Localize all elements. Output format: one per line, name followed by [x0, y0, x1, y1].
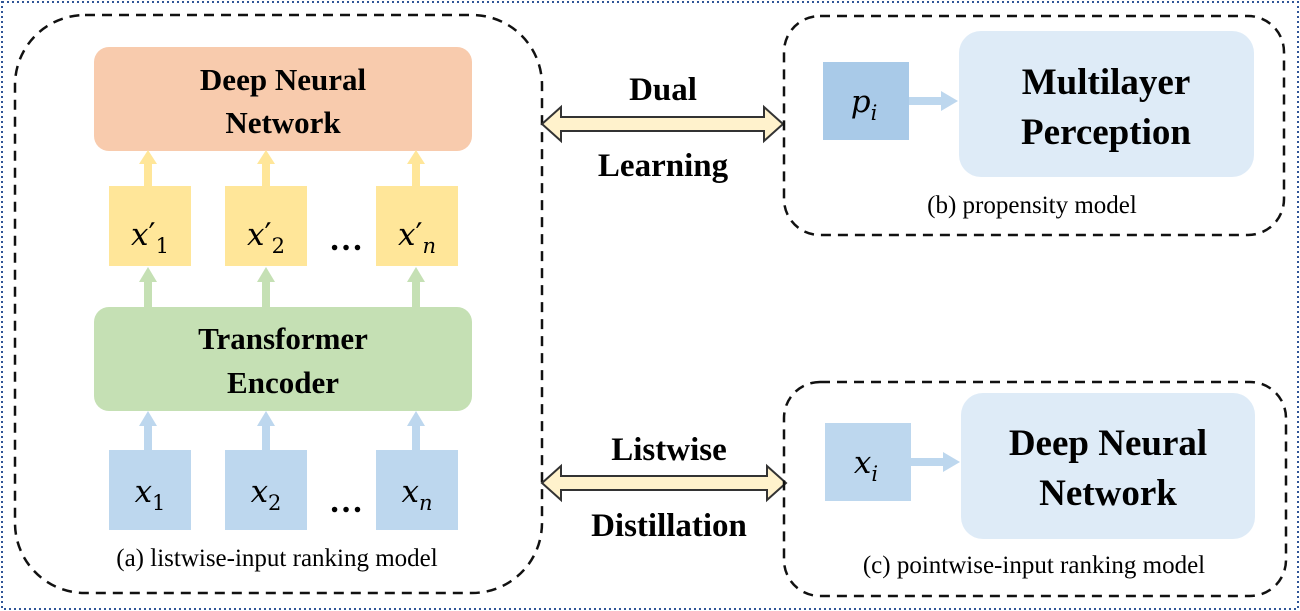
- input-token-2-label: x2: [251, 474, 282, 515]
- dnn-a-line1: Deep Neural: [200, 62, 367, 97]
- panel-c-caption: (c) pointwise-input ranking model: [863, 552, 1205, 579]
- listwise-distillation-arrow: Listwise Distillation: [540, 432, 788, 544]
- propensity-input-label: pi: [851, 84, 878, 125]
- arrow-head: [943, 452, 960, 472]
- dual-learning-line1: Dual: [629, 72, 697, 108]
- arrow-shaft: [412, 424, 420, 450]
- propensity-input-box: [823, 62, 909, 140]
- arrow-head: [257, 267, 275, 282]
- mlp-line2: Perception: [1021, 112, 1191, 153]
- panel-c-border: [782, 380, 1288, 598]
- dnn-box-a: [94, 47, 472, 151]
- panel-b-caption: (b) propensity model: [927, 192, 1137, 219]
- output-token-n: [376, 186, 458, 266]
- arrows-input-to-encoder: [139, 411, 425, 450]
- input-token-n-label: xn: [401, 474, 432, 515]
- arrow-head: [257, 411, 275, 426]
- arrow-shaft: [412, 162, 420, 186]
- input-ellipsis: …: [329, 483, 363, 520]
- arrow-head: [407, 150, 425, 164]
- double-arrow-top: [540, 104, 785, 144]
- dual-learning-arrow: Dual Learning: [540, 72, 785, 184]
- output-ellipsis: …: [329, 221, 363, 258]
- mlp-box: [959, 31, 1254, 177]
- mlp-line1: Multilayer: [1022, 62, 1191, 103]
- encoder-line1: Transformer: [198, 321, 368, 356]
- dnn-c-line2: Network: [1039, 473, 1177, 514]
- input-token-2: [225, 450, 307, 530]
- input-token-1: [109, 450, 191, 530]
- arrow-head: [407, 267, 425, 282]
- arrow-shaft: [911, 458, 945, 466]
- arrow-head: [139, 150, 157, 164]
- arrow-head: [257, 150, 275, 164]
- pointwise-input-label: xi: [854, 445, 878, 486]
- panel-b-border: [782, 14, 1286, 237]
- output-token-2-label: x′2: [247, 217, 285, 258]
- output-token-1: [109, 186, 191, 266]
- arrow-head: [407, 411, 425, 426]
- encoder-line2: Encoder: [227, 365, 339, 400]
- output-token-1-label: x′1: [131, 217, 169, 258]
- arrow-head: [139, 411, 157, 426]
- arrow-shaft: [412, 280, 420, 308]
- dnn-a-line2: Network: [225, 105, 341, 140]
- arrow-propensity-to-mlp: [909, 91, 958, 111]
- listwise-distillation-line2: Distillation: [591, 508, 747, 544]
- pointwise-input-box: [825, 423, 911, 501]
- arrow-head: [139, 267, 157, 282]
- arrows-output-to-dnn: [139, 150, 425, 186]
- arrow-shaft: [144, 162, 152, 186]
- listwise-distillation-line1: Listwise: [611, 432, 727, 468]
- panel-a-caption: (a) listwise-input ranking model: [116, 545, 438, 572]
- output-token-n-label: x′n: [398, 217, 436, 258]
- arrow-head: [941, 91, 958, 111]
- arrow-shaft: [144, 424, 152, 450]
- arrow-shaft: [909, 97, 943, 105]
- arrows-encoder-to-output: [139, 267, 425, 308]
- arrow-input-to-dnn-c: [911, 452, 960, 472]
- transformer-encoder-box: [94, 307, 472, 411]
- dual-learning-line2: Learning: [598, 148, 729, 184]
- dnn-box-c: [961, 393, 1255, 539]
- dnn-c-line1: Deep Neural: [1009, 423, 1207, 464]
- arrow-shaft: [262, 424, 270, 450]
- arrow-shaft: [262, 280, 270, 308]
- output-token-2: [225, 186, 307, 266]
- input-token-1-label: x1: [135, 474, 166, 515]
- arrow-shaft: [144, 280, 152, 308]
- panel-a-border: [13, 13, 544, 595]
- double-arrow-bottom: [540, 463, 788, 503]
- input-token-n: [376, 450, 458, 530]
- arrow-shaft: [262, 162, 270, 186]
